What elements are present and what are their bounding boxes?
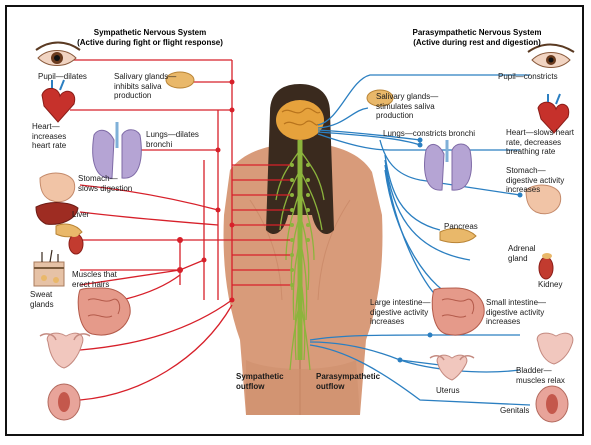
kidney-right (539, 253, 553, 279)
label-para-large-int-line2: digestive activity (370, 308, 430, 318)
stomach-left (40, 173, 75, 202)
label-symp-lungs-line2: bronchi (146, 140, 199, 150)
label-para-stomach-line3: increases (506, 185, 564, 195)
label-para-uterus: Uterus (436, 386, 460, 396)
label-symp-stomach-line1: Stomach— (78, 174, 132, 184)
label-para-salivary: Salivary glands— stimulates saliva produ… (376, 92, 438, 121)
label-symp-stomach-line2: slows digestion (78, 184, 132, 194)
label-para-adrenal: Adrenal gland (508, 244, 536, 263)
sympathetic-title: Sympathetic Nervous System (60, 28, 240, 38)
genitals-left (48, 384, 80, 420)
label-symp-outflow-line2: outflow (236, 382, 284, 392)
label-para-outflow-line1: Parasympathetic (316, 372, 380, 382)
label-para-heart-line2: rate, decreases (506, 138, 574, 148)
label-para-heart: Heart—slows heart rate, decreases breath… (506, 128, 574, 157)
label-symp-heart: Heart— increases heart rate (32, 122, 66, 151)
label-para-salivary-line2: stimulates saliva (376, 102, 438, 112)
label-para-small-intestine: Small intestine— digestive activity incr… (486, 298, 546, 327)
label-symp-salivary-line3: production (114, 91, 176, 101)
lungs-right (425, 140, 472, 190)
sympathetic-subtitle: (Active during fight or flight response) (60, 38, 240, 48)
label-symp-salivary-line1: Salivary glands— (114, 72, 176, 82)
bladder-left (40, 333, 90, 368)
label-para-large-intestine: Large intestine— digestive activity incr… (370, 298, 430, 327)
sympathetic-header: Sympathetic Nervous System (Active durin… (60, 28, 240, 47)
label-para-small-int-line2: digestive activity (486, 308, 546, 318)
label-para-genitals: Genitals (500, 406, 529, 416)
uterus-right (430, 355, 474, 380)
label-para-stomach-line1: Stomach— (506, 166, 564, 176)
label-para-adrenal-line1: Adrenal (508, 244, 536, 254)
parasympathetic-title: Parasympathetic Nervous System (402, 28, 552, 38)
label-para-stomach: Stomach— digestive activity increases (506, 166, 564, 195)
lungs-left (93, 122, 142, 178)
heart-left (42, 80, 75, 122)
brain (276, 100, 324, 140)
bladder-right (537, 333, 573, 364)
intestines-right (432, 288, 484, 335)
label-parasympathetic-outflow: Parasympathetic outflow (316, 372, 380, 391)
label-para-stomach-line2: digestive activity (506, 176, 564, 186)
label-symp-pupil: Pupil—dilates (38, 72, 87, 82)
label-para-kidney: Kidney (538, 280, 562, 290)
label-symp-liver: Liver (72, 210, 89, 220)
label-para-pancreas: Pancreas (444, 222, 478, 232)
label-symp-heart-line3: heart rate (32, 141, 66, 151)
label-para-pupil: Pupil—constricts (498, 72, 558, 82)
label-symp-sweat: Sweat glands (30, 290, 54, 309)
label-para-heart-line3: breathing rate (506, 147, 574, 157)
parasympathetic-subtitle: (Active during rest and digestion) (402, 38, 552, 48)
intestines-left (78, 288, 130, 335)
genitals-right (536, 386, 568, 422)
eye-right (528, 45, 574, 68)
label-symp-lungs: Lungs—dilates bronchi (146, 130, 199, 149)
label-para-salivary-line3: production (376, 111, 438, 121)
label-symp-lungs-line1: Lungs—dilates (146, 130, 199, 140)
label-para-adrenal-line2: gland (508, 254, 536, 264)
label-symp-heart-line1: Heart— (32, 122, 66, 132)
kidney-left (69, 231, 83, 254)
label-para-heart-line1: Heart—slows heart (506, 128, 574, 138)
label-symp-muscles: Muscles that erect hairs (72, 270, 117, 289)
label-para-salivary-line1: Salivary glands— (376, 92, 438, 102)
label-symp-sweat-line1: Sweat (30, 290, 54, 300)
label-symp-stomach: Stomach— slows digestion (78, 174, 132, 193)
parasympathetic-header: Parasympathetic Nervous System (Active d… (402, 28, 552, 47)
label-para-bladder-line1: Bladder— (516, 366, 565, 376)
label-para-small-int-line1: Small intestine— (486, 298, 546, 308)
label-para-outflow-line2: outflow (316, 382, 380, 392)
label-para-large-int-line1: Large intestine— (370, 298, 430, 308)
label-symp-salivary: Salivary glands— inhibits saliva product… (114, 72, 176, 101)
label-symp-outflow-line1: Sympathetic (236, 372, 284, 382)
label-para-bladder: Bladder— muscles relax (516, 366, 565, 385)
label-para-large-int-line3: increases (370, 317, 430, 327)
label-para-lungs: Lungs—constricts bronchi (383, 129, 475, 139)
label-symp-salivary-line2: inhibits saliva (114, 82, 176, 92)
label-symp-muscles-line2: erect hairs (72, 280, 117, 290)
skin-section (34, 250, 64, 286)
label-para-bladder-line2: muscles relax (516, 376, 565, 386)
label-symp-heart-line2: increases (32, 132, 66, 142)
label-symp-muscles-line1: Muscles that (72, 270, 117, 280)
label-para-small-int-line3: increases (486, 317, 546, 327)
label-sympathetic-outflow: Sympathetic outflow (236, 372, 284, 391)
label-symp-sweat-line2: glands (30, 300, 54, 310)
